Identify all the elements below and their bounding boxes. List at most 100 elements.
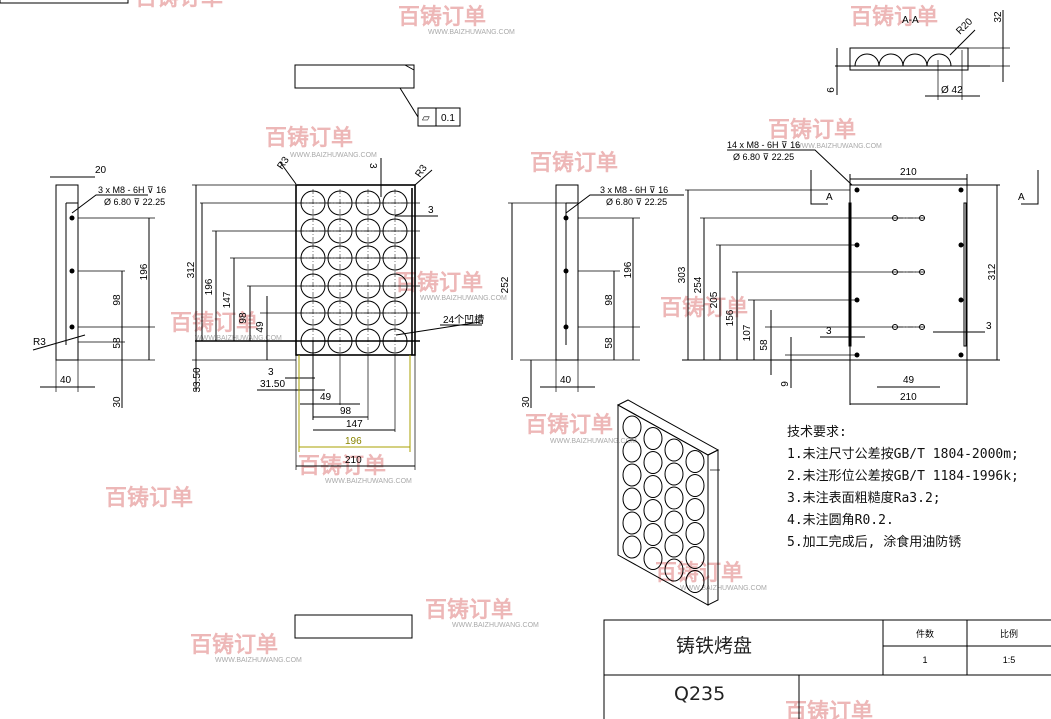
watermark-url: WWW.BAIZHUWANG.COM (420, 295, 507, 302)
watermark-brand: 百铸订单 (425, 597, 513, 623)
drawing-line (616, 399, 720, 456)
dimension-label: Ø 42 (941, 85, 963, 96)
watermark-url: WWW.BAIZHUWANG.COM (680, 585, 767, 592)
drawing-line (563, 268, 569, 274)
empty-label-box (294, 64, 415, 89)
drawing-line (848, 202, 852, 347)
drawing-line (854, 53, 952, 67)
dimension-label: 147 (222, 291, 233, 308)
dimension-label: 6 (826, 87, 837, 93)
dimension-label: 98 (340, 406, 352, 417)
watermark-brand: 百铸订单 (525, 412, 613, 438)
dimension-label: 33.50 (192, 367, 203, 392)
watermark-brand: 百铸订单 (530, 150, 618, 176)
watermark-url: WWW.BAIZHUWANG.COM (195, 335, 282, 342)
material: Q235 (674, 683, 725, 705)
dimension-label: 49 (903, 375, 915, 386)
dimension-label: 58 (604, 337, 615, 349)
flatness-tolerance-frame: ▱ 0.1 (417, 107, 461, 127)
watermark-brand: 百铸订单 (190, 632, 278, 658)
dimension-label: 58 (759, 339, 770, 351)
dimension-label: Ø 6.80 ⊽ 22.25 (606, 197, 667, 207)
drawing-line (69, 268, 75, 274)
side-view-middle: 3 x M8 - 6H ⊽ 16 Ø 6.80 ⊽ 22.25 252 196 … (500, 184, 684, 408)
pocket-ellipse (643, 547, 663, 570)
watermarks: 百铸订单 百铸订单 WWW.BAIZHUWANG.COM 百铸订单 百铸订单 W… (105, 0, 938, 719)
drawing-line (32, 334, 86, 351)
tech-req-item: 5.加工完成后, 涂食用油防锈 (787, 534, 961, 550)
pocket-ellipse (685, 450, 705, 473)
tech-req-item: 1.未注尺寸公差按GB/T 1804-2000m; (787, 447, 1019, 462)
drawing-line (295, 184, 416, 356)
drawing-line (395, 321, 481, 336)
dimension-label: 98 (112, 294, 123, 306)
dimension-label: 40 (60, 375, 72, 386)
pocket-ellipse (685, 546, 705, 569)
watermark-url: WWW.BAIZHUWANG.COM (550, 438, 637, 445)
dimension-label: 1 (922, 655, 927, 665)
side-view-left: 20 3 x M8 - 6H ⊽ 16 Ø 6.80 ⊽ 22.25 196 9… (32, 165, 166, 408)
dimension-label: 3 (826, 326, 832, 337)
dimension-label: R20 (954, 16, 975, 37)
dimension-label: Ø 6.80 ⊽ 22.25 (733, 152, 794, 162)
dimension-label: 3 x M8 - 6H ⊽ 16 (98, 185, 166, 195)
pocket-ellipse (643, 427, 663, 450)
drawing-line (279, 161, 297, 185)
dimension-label: 196 (204, 278, 215, 295)
dimension-label: 156 (725, 309, 736, 326)
back-view: 14 x M8 - 6H ⊽ 16 Ø 6.80 ⊽ 22.25 A A 210… (677, 140, 1039, 405)
drawing-line (414, 169, 433, 186)
dimension-label: 3 (268, 367, 274, 378)
dimension-label: 40 (560, 375, 572, 386)
dimension-label: 24个凹槽 (443, 313, 484, 326)
drawing-line (1021, 170, 1039, 205)
drawing-line (69, 324, 75, 330)
dimension-label: 件数 (916, 628, 934, 639)
dimension-label: 210 (900, 392, 917, 403)
pocket-ellipse (664, 462, 684, 486)
threaded-hole (958, 242, 964, 248)
dimension-label: 49 (320, 392, 332, 403)
watermark-url: WWW.BAIZHUWANG.COM (325, 478, 412, 485)
pocket-ellipse (643, 523, 663, 546)
isometric-view (616, 399, 720, 606)
pocket-ellipse (664, 510, 684, 534)
pocket-ellipse (622, 463, 642, 487)
tech-req-item: 3.未注表面粗糙度Ra3.2; (787, 490, 941, 506)
watermark-url: WWW.BAIZHUWANG.COM (290, 152, 377, 159)
watermark-brand: 百铸订单 (655, 560, 743, 586)
title-block: 铸铁烤盘 件数 比例 1 1:5 Q235 (603, 619, 1051, 719)
watermark-brand: 百铸订单 (850, 4, 938, 30)
drawing-line (299, 189, 409, 355)
dimension-label: 比例 (1000, 628, 1018, 639)
pocket-ellipse (664, 438, 684, 462)
watermark-url: WWW.BAIZHUWANG.COM (452, 622, 539, 629)
dimension-label: 30 (112, 396, 123, 408)
watermark-brand: 百铸订单 (395, 270, 483, 296)
watermark-brand: 百铸订单 (768, 117, 856, 143)
pocket-ellipse (643, 499, 663, 522)
dimension-label: 20 (95, 165, 107, 176)
drawing-line (810, 170, 828, 205)
pocket-ellipse (664, 558, 684, 582)
pocket-ellipse (622, 415, 642, 439)
watermark-url: WWW.BAIZHUWANG.COM (795, 143, 882, 150)
dimension-label: 312 (186, 261, 197, 278)
watermark-brand: 百铸订单 (105, 485, 193, 511)
pocket-ellipse (643, 475, 663, 498)
drawing-line (707, 449, 719, 606)
drawing-line (854, 187, 964, 358)
drawing-line (949, 29, 976, 56)
tech-req-item: 4.未注圆角R0.2. (787, 513, 894, 528)
part-name: 铸铁烤盘 (676, 635, 752, 657)
pocket-ellipse (622, 535, 642, 559)
dimension-label: 312 (987, 263, 998, 280)
dimension-label: 98 (238, 312, 249, 324)
dimension-label: 3 (986, 321, 992, 332)
empty-label-box-bottom (294, 614, 413, 639)
tech-req-item: 2.未注形位公差按GB/T 1184-1996k; (787, 469, 1019, 484)
dimension-label: 30 (521, 396, 532, 408)
drawing-line (565, 194, 684, 214)
dimension-label: 9 (780, 381, 791, 387)
dimension-label: ▱ (422, 113, 430, 124)
